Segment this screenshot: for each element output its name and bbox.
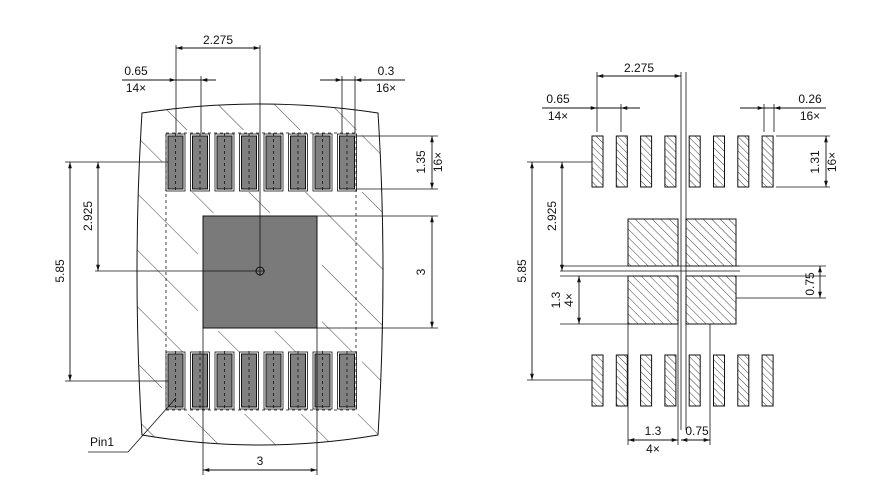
- left-dim-2275: 2.275: [203, 33, 233, 47]
- right-dim-stencil-v: 1.3: [549, 291, 563, 308]
- right-dim-pad-length-count: 16×: [825, 152, 839, 172]
- right-dim-pad-length: 1.31: [808, 150, 822, 174]
- right-dim-2275: 2.275: [624, 61, 654, 75]
- stencil-window-br: [685, 275, 737, 325]
- left-dim-pitch: 0.65: [124, 64, 148, 78]
- right-top-pad-6: [713, 135, 725, 188]
- left-dim-pad-width-count: 16×: [376, 81, 396, 95]
- right-dim-pitch-count: 14×: [548, 109, 568, 123]
- left-top-pads: [165, 133, 357, 192]
- right-bottom-pad-6: [713, 354, 725, 407]
- right-top-pad-2: [615, 135, 628, 188]
- right-top-pad-1: [591, 135, 604, 188]
- left-bottom-pads: [165, 351, 357, 410]
- right-dim-stencil-h: 1.3: [645, 424, 662, 438]
- right-dim-row-to-center: 2.925: [545, 201, 559, 231]
- right-bottom-pad-5: [688, 354, 701, 407]
- right-bottom-pad-8: [761, 354, 774, 407]
- right-dim-stencil-gap-v: 0.75: [803, 272, 817, 296]
- right-dim-pitch: 0.65: [546, 92, 570, 106]
- right-top-pad-8: [761, 135, 774, 188]
- left-dim-thermal-width: 3: [257, 454, 264, 468]
- right-dim-pad-width: 0.26: [798, 92, 822, 106]
- right-dim-stencil-v-count: 4×: [562, 293, 576, 307]
- right-bottom-pads: [591, 354, 774, 407]
- right-top-pad-5: [688, 135, 701, 188]
- right-top-pad-3: [640, 135, 653, 188]
- left-dim-pad-width: 0.3: [378, 64, 395, 78]
- right-dim-row-span: 5.85: [515, 259, 529, 283]
- left-dim-pad-length-count: 16×: [431, 152, 445, 172]
- right-dim-pad-width-count: 16×: [800, 109, 820, 123]
- right-top-pad-4: [664, 135, 677, 188]
- right-dim-stencil-h-count: 4×: [646, 442, 660, 456]
- left-dim-thermal-height: 3: [414, 268, 428, 275]
- stencil-window-bl: [627, 275, 679, 325]
- left-dim-row-to-center: 2.925: [81, 201, 95, 231]
- stencil-window-tr: [685, 218, 737, 267]
- right-bottom-pad-7: [737, 354, 750, 407]
- right-top-pad-7: [737, 135, 750, 188]
- right-bottom-pad-1: [591, 354, 604, 407]
- right-bottom-pad-4: [664, 354, 677, 407]
- right-view: 2.275 0.65 14× 0.26 16× 1.31 16× 2.925 5…: [515, 61, 839, 456]
- right-bottom-pad-3: [640, 354, 653, 407]
- left-view: 2.275 0.65 14× 0.3 16× 1.35 16× 2.925 5.…: [53, 33, 445, 475]
- pin1-label: Pin1: [90, 435, 114, 449]
- right-dim-stencil-gap-h: 0.75: [685, 424, 709, 438]
- right-top-pads: [591, 135, 774, 188]
- left-dim-row-span: 5.85: [53, 259, 67, 283]
- stencil-window-tl: [627, 218, 679, 267]
- right-bottom-pad-2: [615, 354, 628, 407]
- left-dim-pitch-count: 14×: [126, 81, 146, 95]
- left-dim-pad-length: 1.35: [414, 150, 428, 174]
